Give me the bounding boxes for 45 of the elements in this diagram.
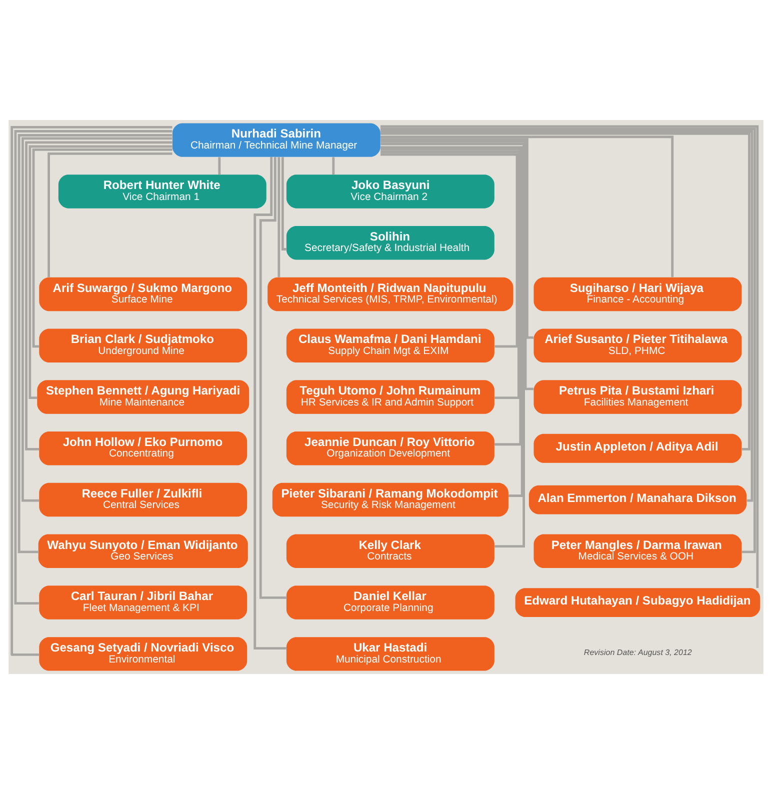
- node-box: Kelly Clark Contracts: [286, 534, 494, 568]
- node-box: Edward Hutahayan / Subagyo Hadidijan: [515, 588, 760, 616]
- connector: [332, 156, 335, 174]
- node-box: Sugiharso / Hari Wijaya Finance - Accounting: [534, 276, 742, 311]
- node-box: Claus Wamafma / Dani Hamdani Supply Chain Mgt & EXIM: [286, 328, 494, 362]
- connector: [218, 156, 221, 174]
- connector: [254, 156, 286, 649]
- node-box: Teguh Utomo / John Rumainum HR Services & IR and Admin Support: [286, 380, 494, 414]
- connector: [259, 156, 286, 598]
- connector: [380, 132, 750, 450]
- node-box: Solihin Secretary/Safety & Industrial Health: [286, 225, 494, 260]
- node-box: Daniel Kellar Corporate Planning: [286, 585, 494, 619]
- node-box: Nurhadi Sabirin Chairman / Technical Mine Manager: [172, 122, 380, 156]
- connector: [380, 140, 534, 390]
- connector: [380, 135, 674, 277]
- connector: [380, 152, 518, 348]
- node-box: Arif Suwargo / Sukmo Margono Surface Mine: [39, 276, 248, 311]
- node-box: Brian Clark / Sudjatmoko Underground Mine: [39, 328, 248, 362]
- node-box: Pieter Sibarani / Ramang Mokodompit Security & Risk Management: [272, 482, 508, 516]
- node-box: Stephen Bennett / Agung Hariyadi Mine Maintenance: [37, 380, 250, 414]
- node-box: Jeannie Duncan / Roy Vittorio Organization Development: [286, 431, 494, 465]
- connector: [380, 148, 522, 446]
- connector: [380, 150, 520, 398]
- node-box: John Hollow / Eko Purnomo Concentrating: [39, 431, 248, 465]
- connector: [278, 156, 280, 277]
- node-box: Reece Fuller / Zulkifli Central Services: [39, 482, 248, 516]
- node-box: Wahyu Sunyoto / Eman Widijanto Geo Services: [38, 534, 248, 568]
- node-box: Ukar Hastadi Municipal Construction: [286, 636, 494, 670]
- node-box: Jeff Monteith / Ridwan Napitupulu Technical Services (MIS, TRMP, Environmental): [268, 276, 514, 311]
- node-box: Peter Mangles / Darma Irawan Medical Services & OOH: [534, 534, 742, 568]
- connector: [25, 140, 172, 450]
- node-box: Petrus Pita / Bustami Izhari Facilities Management: [534, 380, 742, 414]
- node-box: Carl Tauran / Jibril Bahar Fleet Management & KPI: [39, 585, 248, 619]
- node-box: Joko Basyuni Vice Chairman 2: [286, 174, 494, 208]
- node-box: Alan Emmerton / Manahara Dikson: [528, 484, 746, 514]
- connector: [28, 144, 172, 398]
- connector: [380, 138, 534, 338]
- node-box: Gesang Setyadi / Novriadi Visco Environmental: [39, 636, 248, 670]
- label: Revision Date: August 3, 2012: [584, 648, 692, 657]
- connector: [32, 148, 172, 348]
- node-box: Robert Hunter White Vice Chairman 1: [58, 174, 266, 208]
- connector: [281, 156, 286, 250]
- connector: [48, 152, 172, 277]
- node-box: Justin Appleton / Aditya Adil: [534, 433, 742, 462]
- node-box: Arief Susanto / Pieter Titihalawa SLD, PHMC: [534, 328, 742, 362]
